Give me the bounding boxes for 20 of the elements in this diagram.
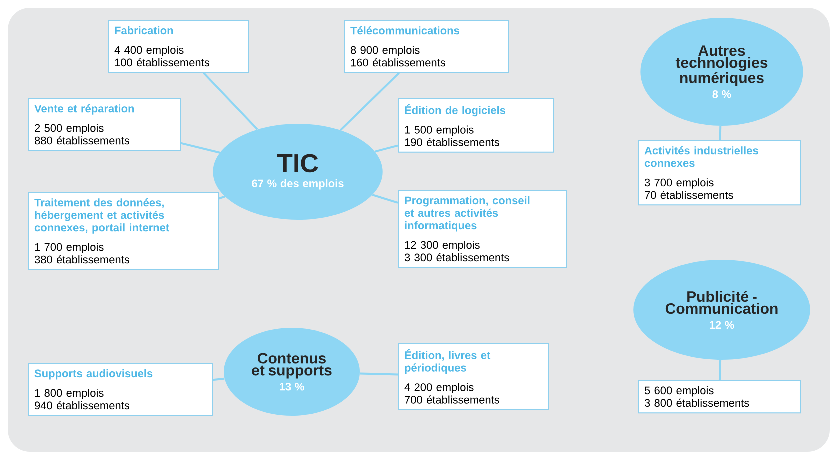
connector-line — [372, 194, 398, 204]
info-box: Édition de logiciels 1 500 emplois 190 établissements — [398, 98, 554, 153]
info-box: Programmation, conseil et autres activités informatiques 12 300 emplois 3 300 établissements — [398, 190, 567, 268]
connector-line — [218, 196, 226, 200]
info-box: Activités industrielles connexes 3 700 emplois 70 établissements — [638, 140, 801, 206]
info-box: Édition, livres et périodiques 4 200 emplois 700 établissements — [398, 343, 549, 410]
info-box: Fabrication 4 400 emplois 100 établissements — [108, 20, 249, 74]
connector-line — [360, 372, 398, 376]
info-box: Télécommunications 8 900 emplois 160 établissements — [344, 20, 509, 74]
connector-line — [180, 142, 220, 154]
connector-line — [203, 72, 258, 130]
connector-line — [212, 378, 225, 382]
connector-line — [719, 126, 722, 140]
connector-line — [718, 360, 722, 380]
connector-line — [374, 144, 398, 153]
info-box: Vente et réparation 2 500 emplois 880 établissements — [28, 98, 181, 152]
info-box: Supports audiovisuels 1 800 emplois 940 établissements — [28, 363, 213, 416]
connector-line — [340, 72, 400, 132]
info-box: Traitement des données, hébergement et activités connexes, portail internet 1 700 emplois 380 établissements — [28, 192, 219, 270]
info-box: 5 600 emplois 3 800 établissements — [638, 380, 801, 414]
